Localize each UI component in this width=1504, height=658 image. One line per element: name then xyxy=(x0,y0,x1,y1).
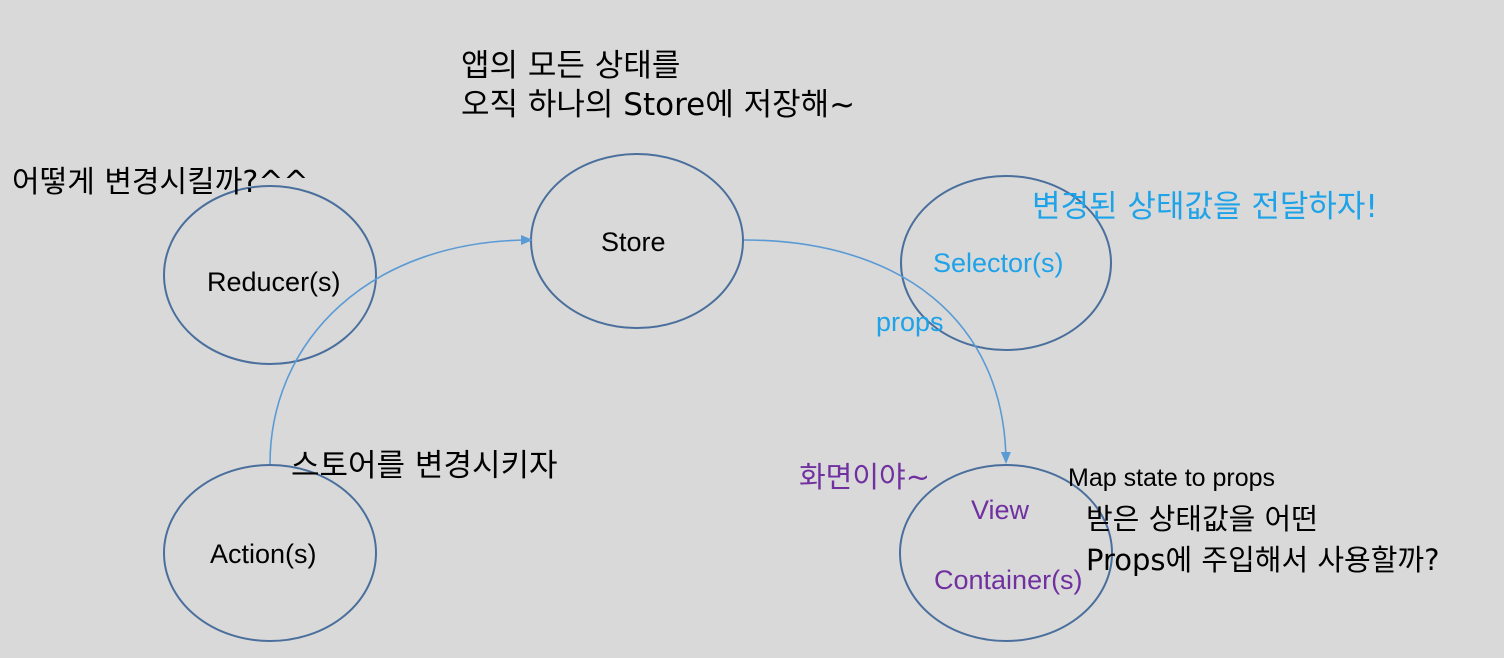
action-note: 스토어를 변경시키자 xyxy=(291,448,558,484)
map-state-note-line-1: 받은 상태값을 어떤 xyxy=(1086,502,1318,536)
map-state-title: Map state to props xyxy=(1068,464,1276,492)
reducer-node xyxy=(163,185,377,365)
map-state-note: 받은 상태값을 어떤 Props에 주입해서 사용할까? xyxy=(1086,499,1439,581)
selector-label: Selector(s) xyxy=(933,248,1064,278)
store-label: Store xyxy=(601,227,666,257)
reducer-note: 어떻게 변경시킬까?^^ xyxy=(12,165,309,200)
map-state-note-line-2: Props에 주입해서 사용할까? xyxy=(1086,543,1440,577)
selector-note: 변경된 상태값을 전달하자! xyxy=(1032,189,1378,225)
store-note-line-1: 앱의 모든 상태를 xyxy=(461,48,681,84)
container-label: Container(s) xyxy=(934,565,1083,595)
selector-node xyxy=(900,175,1112,351)
store-to-view-arrow xyxy=(743,239,1011,464)
view-label: View xyxy=(971,495,1030,525)
view-container-node xyxy=(899,464,1113,642)
view-note: 화면이야~ xyxy=(799,460,931,494)
action-label: Action(s) xyxy=(210,539,317,569)
action-to-store-arrow xyxy=(269,235,533,465)
store-note-line-2: 오직 하나의 Store에 저장해~ xyxy=(461,87,856,123)
action-node xyxy=(163,464,377,642)
reducer-label: Reducer(s) xyxy=(207,267,341,297)
props-edge-label: props xyxy=(876,307,944,337)
store-note: 앱의 모든 상태를 오직 하나의 Store에 저장해~ xyxy=(461,47,855,125)
